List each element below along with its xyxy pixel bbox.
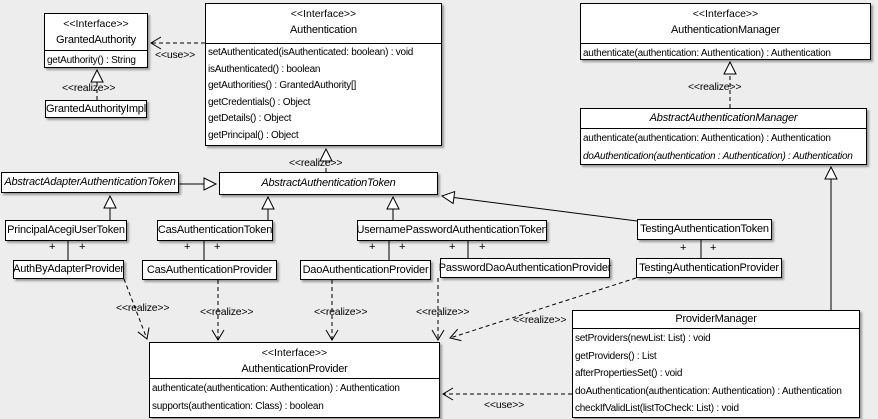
- class-name: Authentication: [290, 24, 357, 36]
- class-name: PrincipalAcegiUserToken: [7, 224, 125, 236]
- edge-label-realize: <<realize>>: [289, 157, 343, 169]
- method: getCredentials() : Object: [208, 96, 311, 108]
- stereotype-label: <<Interface>>: [63, 18, 129, 30]
- class-provider-manager[interactable]: ProviderManager setProviders(newList: Li…: [572, 310, 860, 418]
- class-dao-authentication-provider[interactable]: DaoAuthenticationProvider: [300, 260, 431, 280]
- method: getAuthorities() : GrantedAuthority[]: [208, 80, 357, 92]
- class-name: AbstractAdapterAuthenticationToken: [4, 176, 176, 188]
- class-authentication-provider[interactable]: <<Interface>> AuthenticationProvider aut…: [149, 342, 440, 418]
- multiplicity-plus: +: [214, 241, 221, 253]
- edge-realize-testingprovider: [449, 277, 637, 342]
- class-cas-authentication-provider[interactable]: CasAuthenticationProvider: [142, 260, 277, 280]
- method: authenticate(authentication: Authenticat…: [583, 48, 831, 59]
- edge-label-use: <<use>>: [155, 49, 196, 61]
- class-name: TestingAuthenticationProvider: [639, 261, 779, 274]
- class-authentication[interactable]: <<Interface>> Authentication setAuthenti…: [205, 3, 442, 146]
- edge-label-use: <<use>>: [484, 399, 525, 411]
- class-name: ProviderManager: [675, 313, 757, 325]
- multiplicity-plus: +: [449, 241, 456, 253]
- edge-label-realize: <<realize>>: [416, 306, 470, 318]
- class-name: AbstractAuthenticationToken: [261, 177, 396, 189]
- multiplicity-plus: +: [184, 241, 191, 253]
- multiplicity-plus: +: [479, 241, 486, 253]
- edge-label-realize: <<realize>>: [314, 306, 368, 318]
- class-name: AuthByAdapterProvider: [13, 263, 124, 275]
- multiplicity-plus: +: [710, 242, 717, 254]
- class-abstract-authentication-token[interactable]: AbstractAuthenticationToken: [219, 172, 438, 195]
- class-name: TestingAuthenticationToken: [640, 223, 769, 235]
- method: authenticate(authentication: Authenticat…: [152, 383, 400, 394]
- method: authenticate(authentication: Authenticat…: [583, 133, 831, 144]
- class-name: PasswordDaoAuthenticationProvider: [438, 261, 612, 274]
- class-auth-by-adapter-provider[interactable]: AuthByAdapterProvider: [13, 260, 124, 279]
- class-password-dao-authentication-provider[interactable]: PasswordDaoAuthenticationProvider: [438, 258, 612, 278]
- method: getDetails() : Object: [208, 113, 292, 125]
- class-name: AbstractAuthenticationManager: [649, 112, 798, 124]
- class-granted-authority[interactable]: <<Interface>> GrantedAuthority getAuthor…: [44, 13, 148, 68]
- multiplicity-plus: +: [399, 241, 406, 253]
- class-username-password-authentication-token[interactable]: UsernamePasswordAuthenticationToken: [356, 220, 548, 241]
- edge-realize-authbyadapterprovider: [123, 278, 150, 340]
- class-name: AuthenticationManager: [671, 24, 780, 36]
- method: afterPropertiesSet() : void: [575, 368, 683, 380]
- method: supports(authentication: Class) : boolea…: [152, 401, 324, 412]
- class-testing-authentication-token[interactable]: TestingAuthenticationToken: [637, 219, 772, 240]
- edge-label-realize: <<realize>>: [513, 314, 567, 326]
- edge-label-realize: <<realize>>: [62, 82, 116, 94]
- class-name: DaoAuthenticationProvider: [302, 263, 429, 276]
- method-abstract: doAuthentication(authentication : Authen…: [583, 150, 853, 162]
- multiplicity-plus: +: [79, 241, 86, 253]
- multiplicity-plus: +: [680, 242, 687, 254]
- method: checkIfValidList(listToCheck: List) : vo…: [575, 403, 739, 415]
- class-name: CasAuthenticationToken: [157, 224, 273, 236]
- multiplicity-plus: +: [49, 241, 56, 253]
- class-name: UsernamePasswordAuthenticationToken: [356, 224, 548, 236]
- edge-gen-testingtoken-to-abstracttoken: [440, 190, 638, 222]
- edge-label-realize: <<realize>>: [688, 81, 742, 93]
- class-principal-acegi-user-token[interactable]: PrincipalAcegiUserToken: [5, 220, 127, 241]
- class-testing-authentication-provider[interactable]: TestingAuthenticationProvider: [636, 258, 782, 278]
- class-abstract-authentication-manager[interactable]: AbstractAuthenticationManager authentica…: [580, 108, 867, 165]
- edge-label-realize: <<realize>>: [116, 302, 170, 314]
- method: getAuthority() : String: [47, 55, 136, 66]
- multiplicity-plus: +: [369, 241, 376, 253]
- method: getPrincipal() : Object: [208, 129, 299, 141]
- stereotype-label: <<Interface>>: [261, 347, 328, 359]
- method: getProviders() : List: [575, 350, 657, 362]
- method: doAuthentication(authentication: Authent…: [575, 385, 842, 397]
- stereotype-label: <<Interface>>: [290, 8, 357, 20]
- class-granted-authority-impl[interactable]: GrantedAuthorityImpl: [45, 100, 147, 118]
- method: setAuthenticated(isAuthenticated: boolea…: [208, 47, 414, 58]
- class-name: CasAuthenticationProvider: [146, 263, 273, 276]
- class-name: GrantedAuthorityImpl: [46, 102, 146, 115]
- edge-label-realize: <<realize>>: [200, 306, 254, 318]
- method: isAuthenticated() : boolean: [208, 63, 321, 75]
- stereotype-label: <<Interface>>: [692, 8, 759, 20]
- class-cas-authentication-token[interactable]: CasAuthenticationToken: [157, 220, 273, 241]
- class-name: GrantedAuthority: [56, 34, 136, 46]
- class-name: AuthenticationProvider: [241, 363, 348, 375]
- class-authentication-manager[interactable]: <<Interface>> AuthenticationManager auth…: [580, 3, 871, 60]
- method: setProviders(newList: List) : void: [575, 333, 711, 344]
- class-abstract-adapter-authentication-token[interactable]: AbstractAdapterAuthenticationToken: [1, 172, 179, 193]
